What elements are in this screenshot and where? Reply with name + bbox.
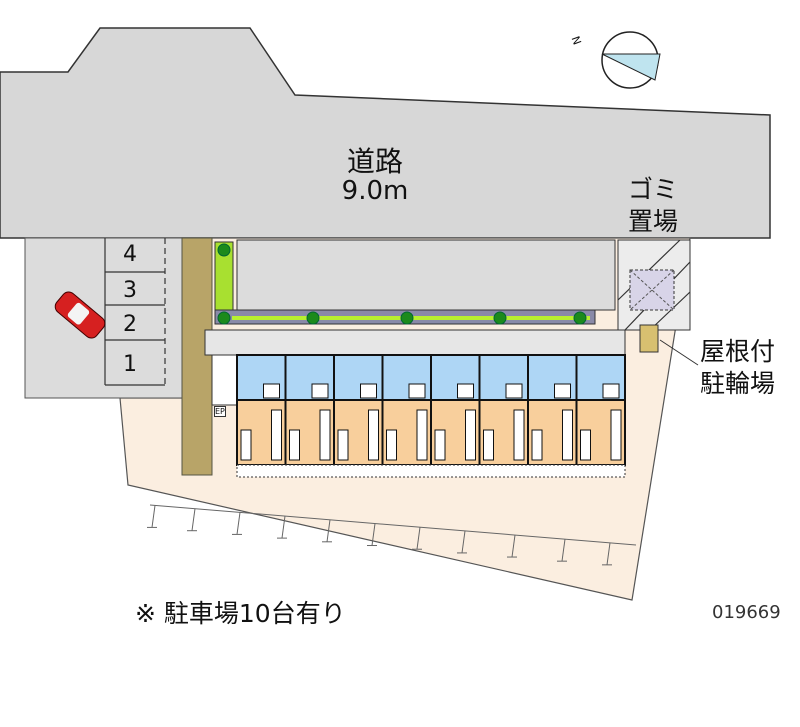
stairs [211, 354, 238, 406]
wall [181, 237, 213, 476]
compass-icon [601, 31, 661, 89]
unit [478, 354, 529, 466]
bike-parking [639, 324, 659, 353]
retaining-ticks [147, 505, 612, 566]
unit [575, 354, 626, 466]
parking-number: 2 [123, 312, 137, 337]
property-id: 019669 [712, 602, 781, 623]
tree-icon [573, 311, 587, 325]
paved-area [236, 239, 616, 311]
parking-stall-lines [104, 238, 166, 386]
tree-icon [217, 243, 231, 257]
road-width: 9.0m [341, 176, 409, 206]
retaining-line [149, 504, 637, 546]
bike-leader [659, 339, 699, 366]
garbage-label-2: 置場 [628, 207, 679, 236]
balcony [236, 464, 626, 478]
unit [381, 354, 432, 466]
building-units [236, 354, 626, 478]
unit [430, 354, 481, 466]
trees [217, 243, 587, 325]
road-label: 道路 [346, 145, 403, 178]
corridor [204, 329, 626, 356]
parking-number: 1 [123, 352, 137, 377]
garbage-label-1: ゴミ [628, 175, 679, 204]
tree-icon [217, 311, 231, 325]
ep-label: EP [214, 406, 226, 417]
bike-label-1: 屋根付 [700, 337, 776, 366]
parking-number: 4 [123, 242, 137, 267]
tree-icon [400, 311, 414, 325]
parking-note: ※ 駐車場10台有り [135, 599, 346, 628]
bike-label-2: 駐輪場 [700, 369, 776, 398]
unit [527, 354, 578, 466]
parking-lot [24, 237, 183, 399]
tree-icon [306, 311, 320, 325]
garbage-box [629, 269, 675, 311]
tree-icon [493, 311, 507, 325]
unit [333, 354, 384, 466]
parking-number: 3 [123, 278, 137, 303]
unit [284, 354, 335, 466]
car-icon [54, 291, 106, 339]
unit [236, 354, 287, 466]
